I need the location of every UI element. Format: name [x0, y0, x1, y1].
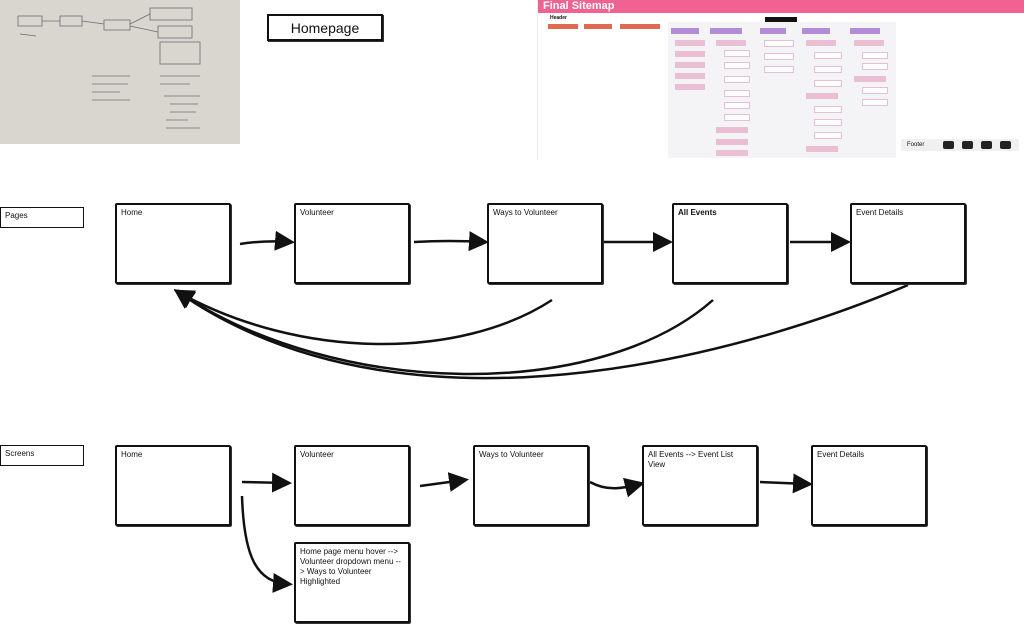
youtube-icon: [981, 141, 992, 149]
sitemap-header-button: [584, 24, 612, 29]
screen-node-menu-hover: Home page menu hover --> Volunteer dropd…: [294, 542, 410, 623]
sitemap-page: [675, 40, 705, 46]
node-label: Home: [121, 208, 143, 217]
sitemap-page: [716, 40, 746, 46]
node-label: Volunteer: [300, 208, 334, 217]
sitemap-subpage: [724, 50, 750, 57]
sitemap-page: [716, 127, 748, 133]
node-label: Ways to Volunteer: [493, 208, 558, 217]
sitemap-subpage: [724, 76, 750, 83]
sitemap-page: [854, 76, 886, 82]
sitemap-subpage: [814, 132, 842, 139]
instagram-icon: [962, 141, 973, 149]
sitemap-header-label: Header: [550, 15, 567, 21]
node-label: All Events --> Event List View: [648, 450, 734, 469]
sitemap-page: [675, 73, 705, 79]
sitemap-subpage: [814, 52, 842, 59]
sitemap-category: [710, 28, 742, 34]
page-node-ways-to-volunteer: Ways to Volunteer: [487, 203, 603, 284]
sitemap-subpage: [764, 40, 794, 47]
sitemap-header-button: [620, 24, 660, 29]
screen-node-event-details: Event Details: [811, 445, 927, 526]
screen-node-all-events: All Events --> Event List View: [642, 445, 758, 526]
node-label: Home: [121, 450, 143, 459]
node-label: Ways to Volunteer: [479, 450, 544, 459]
arrow-ways-back-home: [173, 289, 553, 346]
sitemap-page: [806, 93, 838, 99]
arrow-screen-ways-allevents: [589, 477, 645, 498]
node-label: Volunteer: [300, 450, 334, 459]
arrow-allevents-back-home: [173, 289, 714, 376]
sitemap-page: [675, 51, 705, 57]
sitemap-subpage: [862, 87, 888, 94]
sitemap-category: [850, 28, 880, 34]
sitemap-footer-label: Footer: [907, 142, 925, 148]
arrow-volunteer-ways: [413, 231, 489, 252]
screen-node-home: Home: [115, 445, 231, 526]
final-sitemap-image: Final Sitemap Header Footer: [537, 0, 1024, 160]
sitemap-subpage: [724, 114, 750, 121]
node-label: All Events: [678, 208, 717, 217]
sitemap-subpage: [862, 63, 888, 70]
sitemap-page: [675, 62, 705, 68]
arrow-screen-allevents-details: [759, 473, 813, 494]
homepage-title: Homepage: [290, 19, 360, 36]
node-label: Event Details: [856, 208, 904, 217]
sitemap-category: [802, 28, 830, 34]
sitemap-page: [854, 40, 884, 46]
linkedin-icon: [1000, 141, 1011, 149]
sitemap-footer: Footer: [901, 139, 1019, 151]
arrow-screen-home-volunteer: [241, 472, 292, 493]
twitter-icon: [943, 141, 954, 149]
sitemap-category: [760, 28, 786, 34]
homepage-title-box: Homepage: [267, 14, 383, 41]
screens-row-label: Screens: [0, 445, 84, 466]
page-node-all-events: All Events: [672, 203, 788, 284]
sitemap-subpage: [814, 106, 842, 113]
node-label: Event Details: [817, 450, 865, 459]
arrow-home-volunteer: [239, 230, 295, 251]
arrow-screen-home-branch: [240, 495, 293, 593]
page-node-home: Home: [115, 203, 231, 284]
screen-node-ways-to-volunteer: Ways to Volunteer: [473, 445, 589, 526]
sitemap-subpage: [724, 62, 750, 69]
sketch-drawing: [17, 7, 201, 129]
sitemap-page: [806, 40, 836, 46]
sitemap-page: [716, 150, 748, 156]
sitemap-category: [671, 28, 699, 34]
sitemap-subpage: [764, 66, 794, 73]
sitemap-title: Final Sitemap: [538, 0, 1024, 13]
screens-label-text: Screens: [5, 449, 35, 458]
sitemap-home-node: [765, 17, 797, 23]
sitemap-subpage: [814, 119, 842, 126]
sitemap-header-button: [548, 24, 578, 29]
sketch-photo: [0, 0, 240, 144]
sitemap-subpage: [862, 99, 888, 106]
arrow-screen-volunteer-ways: [419, 472, 469, 492]
page-node-event-details: Event Details: [850, 203, 966, 284]
node-label: Home page menu hover --> Volunteer dropd…: [300, 547, 401, 586]
sitemap-subpage: [862, 52, 888, 59]
pages-row-label: Pages: [0, 207, 84, 228]
screen-node-volunteer: Volunteer: [294, 445, 410, 526]
sitemap-page: [716, 139, 748, 145]
sitemap-subpage: [724, 90, 750, 97]
arrow-details-back-home: [173, 283, 909, 380]
pages-label-text: Pages: [5, 211, 28, 220]
sitemap-subpage: [814, 66, 842, 73]
sitemap-subpage: [724, 102, 750, 109]
page-node-volunteer: Volunteer: [294, 203, 410, 284]
sitemap-page: [806, 146, 838, 152]
sitemap-subpage: [814, 80, 842, 87]
sitemap-page: [675, 84, 705, 90]
sitemap-subpage: [764, 53, 794, 60]
